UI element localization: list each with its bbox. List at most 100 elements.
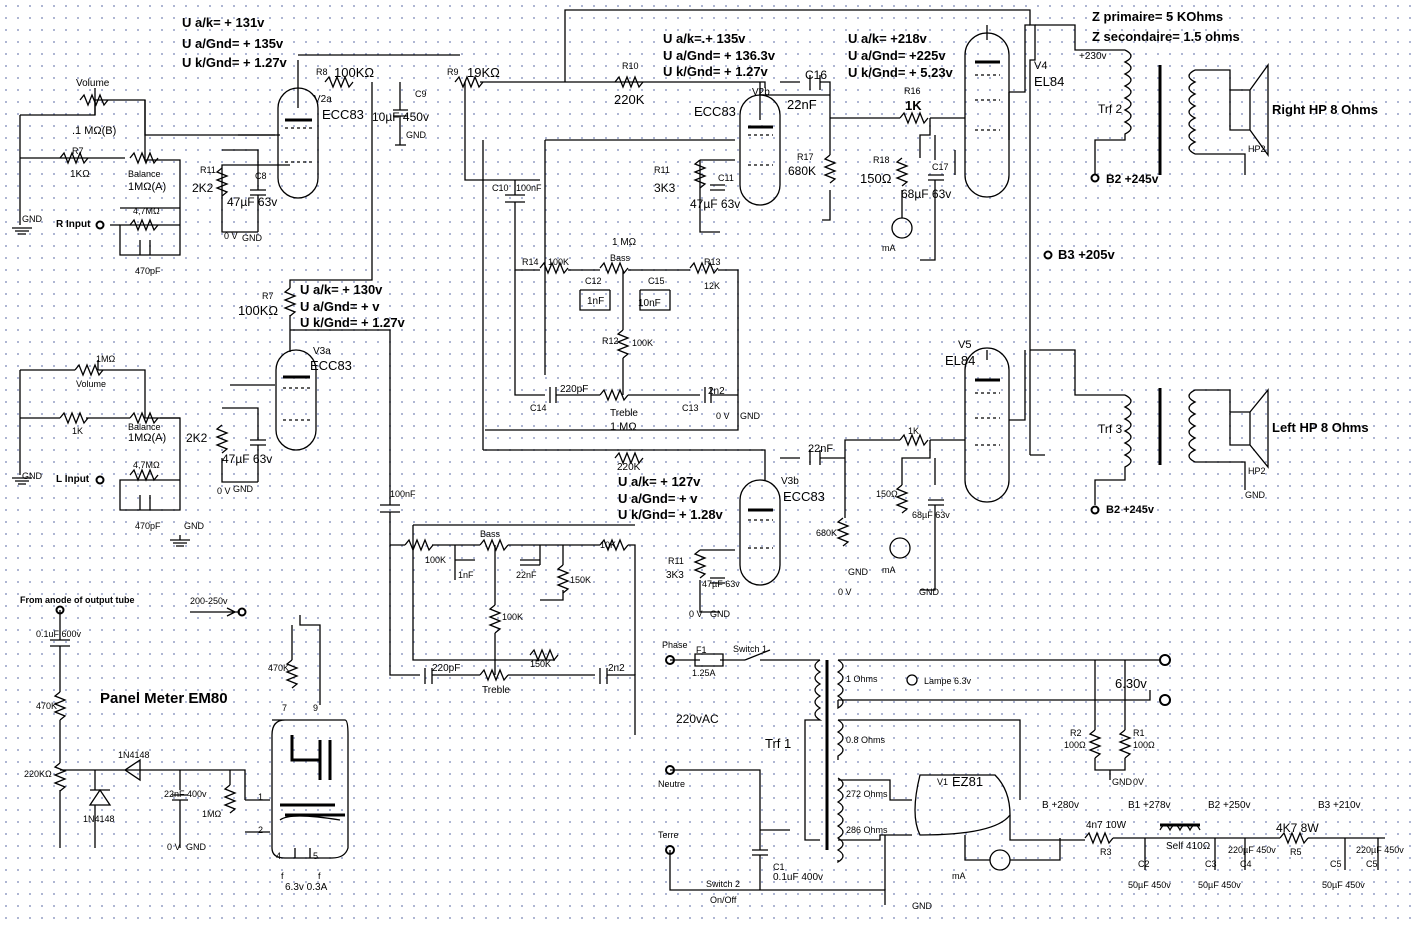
r8-value: 100KΩ — [334, 65, 375, 80]
gnd4-label-l: GND — [710, 609, 730, 619]
r100k2-label-l: 100K — [502, 612, 524, 622]
v2a-voltage-kgnd: U k/Gnd= + 1.27v — [182, 55, 287, 70]
volume-value-r: .1 MΩ(B) — [72, 125, 117, 137]
b280-label: B +280v — [1042, 800, 1079, 811]
v3b-voltage-agnd: U a/Gnd= + v — [618, 491, 698, 506]
v2a-voltage-agnd: U a/Gnd= + 135v — [182, 36, 284, 51]
ov-label-r: 0 V — [224, 231, 238, 241]
r10-label: R10 — [622, 61, 639, 71]
terminals — [55, 173, 1171, 855]
v3b-type: ECC83 — [783, 489, 825, 504]
self-label: Self 410Ω — [1166, 841, 1211, 852]
balance-label-l: Balance — [128, 422, 161, 432]
meter-c22n-label: 22nF 400v — [164, 789, 207, 799]
ov-label-tone: 0 V — [716, 411, 730, 421]
c100n-label-l: 100nF — [390, 489, 416, 499]
r8-label: R8 — [316, 67, 328, 77]
c13-label: C13 — [682, 403, 699, 413]
r11-value-r: 2K2 — [192, 181, 214, 195]
volume-label-l: Volume — [76, 379, 107, 389]
meter-v200-label: 200-250v — [190, 596, 228, 606]
c8-value: 47µF 63v — [227, 195, 278, 209]
meter-c01-label: 0.1uF 600v — [36, 629, 82, 639]
r11-label-l: R11 — [668, 556, 684, 566]
v4-voltage-ak: U a/k= +218v — [848, 31, 927, 46]
c17-label: C17 — [932, 162, 949, 172]
v2b-voltage-agnd: U a/Gnd= + 136.3v — [663, 48, 776, 63]
b3-label: B3 +210v — [1318, 800, 1361, 811]
r220k-label-l: 220K — [617, 462, 641, 473]
r12-value: 100K — [632, 338, 654, 348]
c-470p-label-r: 470pF — [135, 266, 161, 276]
trf1-label: Trf 1 — [765, 736, 792, 751]
c10-value: 100nF — [516, 183, 542, 193]
r16-value: 1K — [905, 98, 922, 113]
em80-heater-label: 6.3v 0.3A — [285, 882, 328, 893]
v4-label: V4 — [1034, 60, 1048, 72]
v4-grid-wiring — [809, 75, 965, 261]
v3b-tube-symbol — [482, 140, 900, 613]
c9-gnd-label: GND — [406, 130, 426, 140]
v5-label: V5 — [958, 339, 972, 351]
ma-label-r: mA — [882, 243, 896, 253]
ohm272-label: 272 Ohms — [846, 789, 888, 799]
c2-value: 50µF 450v — [1128, 880, 1171, 890]
r-47m-label: 4,7MΩ — [133, 206, 160, 216]
r11b-value: 3K3 — [654, 181, 676, 195]
v2a-type: ECC83 — [322, 107, 364, 122]
switch1-label: Switch 1 — [733, 644, 768, 654]
r14-value: 100K — [548, 257, 570, 267]
ov3-label-l: 0 V — [838, 587, 852, 597]
em80-pin5: 5 — [313, 851, 319, 861]
c9-label: C9 — [415, 89, 427, 99]
b1-label: B1 +278v — [1128, 800, 1171, 811]
ps-ma-label: mA — [952, 871, 966, 881]
power-wiring — [669, 649, 1385, 905]
c2-label: C2 — [1138, 859, 1150, 869]
r1-label: R1 — [1133, 728, 1145, 738]
em80-pin7: 7 — [282, 703, 288, 713]
right-input-wiring — [12, 88, 275, 256]
switch2-label: Switch 2 — [706, 879, 741, 889]
v3b-voltage-kgnd: U k/Gnd= + 1.28v — [618, 507, 723, 522]
c14-label: C14 — [530, 403, 547, 413]
v2b-tube-symbol — [699, 81, 830, 233]
gnd-label-tone: GND — [740, 411, 760, 421]
r9-value: 19KΩ — [467, 65, 500, 80]
b2-245-label-r: B2 +245v — [1106, 172, 1159, 186]
em80-pin1: 1 — [258, 792, 264, 802]
b2-245-label-l: B2 +245v — [1106, 504, 1155, 516]
c4-value: 220µF 450v — [1228, 845, 1276, 855]
r11-value-l: 3K3 — [666, 570, 684, 581]
c5b-value: 220µF 450v — [1356, 845, 1404, 855]
c15-label: C15 — [648, 276, 665, 286]
v3a-tube-symbol — [221, 315, 400, 513]
neutre-label: Neutre — [658, 779, 686, 789]
trf3-label: Trf 3 — [1098, 422, 1123, 436]
v2b-type: ECC83 — [694, 104, 736, 119]
c1n-label-l: 1nF — [458, 570, 474, 580]
treble-label-l: Treble — [482, 685, 510, 696]
r11-label-r: R11 — [200, 165, 216, 175]
lampe-label: Lampe 6.3v — [924, 676, 972, 686]
r11b-label: R11 — [654, 165, 670, 175]
r18-label: R18 — [873, 155, 890, 165]
r100k-label-l: 100K — [425, 555, 447, 565]
v3b-label: V3b — [781, 476, 799, 487]
ps-gnd2-label: GND — [912, 901, 932, 911]
bass-label-r: Bass — [610, 253, 631, 263]
r5-label: R5 — [1290, 847, 1302, 857]
c5-label: C5 — [1330, 859, 1342, 869]
c11-value: 47µF 63v — [690, 197, 741, 211]
ammeter-circles — [889, 217, 1011, 871]
r9-label: R9 — [447, 67, 459, 77]
em80-pin4: 4 — [276, 851, 282, 861]
ma-label-l: mA — [882, 565, 896, 575]
v3b-voltage-ak: U a/k= + 127v — [618, 474, 701, 489]
onoff-label: On/Off — [710, 895, 737, 905]
r13-value: 12K — [704, 281, 721, 291]
v3a-voltage-kgnd: U k/Gnd= + 1.27v — [300, 315, 405, 330]
c22n-label-l: 22nF — [516, 570, 537, 580]
l-input-label: L Input — [56, 474, 90, 485]
z-secondary-label: Z secondaire= 1.5 ohms — [1092, 29, 1240, 44]
